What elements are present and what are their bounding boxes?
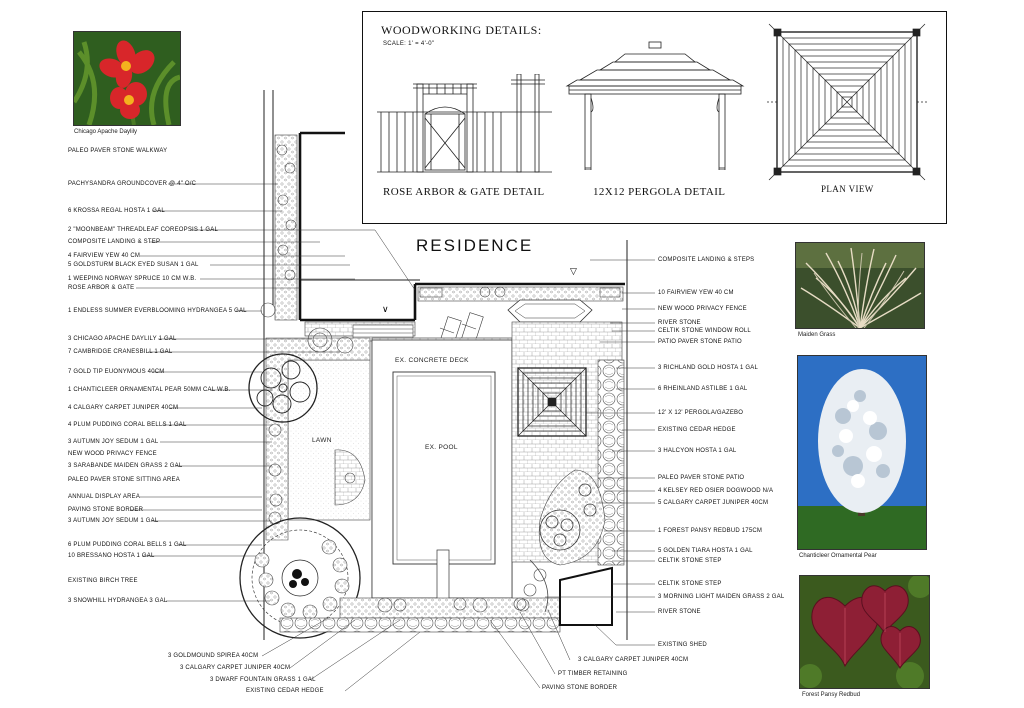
plant-label-left: PACHYSANDRA GROUNDCOVER @ 4" O/C bbox=[68, 181, 197, 187]
plant-label-left: 3 CHICAGO APACHE DAYLILY 1 gal bbox=[68, 336, 177, 342]
woodworking-scale: SCALE: 1' = 4'-0" bbox=[383, 41, 435, 47]
plant-label-right: RIVER STONE bbox=[658, 320, 701, 326]
caption-daylily: Chicago Apache Daylily bbox=[74, 129, 138, 135]
pergola-label: 12X12 PERGOLA DETAIL bbox=[593, 186, 726, 198]
plant-label-right: CELTIK STONE STEP bbox=[658, 558, 722, 564]
concrete-deck-label: EX. CONCRETE DECK bbox=[395, 357, 469, 364]
plant-label-left: 3 AUTUMN JOY SEDUM 1 gal bbox=[68, 439, 159, 445]
plant-label-left: 1 WEEPING NORWAY SPRUCE 10 cm W.B. bbox=[68, 276, 197, 282]
rose-arbor-drawing bbox=[377, 74, 552, 173]
plant-label-left: 5 GOLDSTURM BLACK EYED SUSAN 1 gal bbox=[68, 262, 199, 268]
caption-maiden-grass: Maiden Grass bbox=[798, 332, 836, 338]
pergola-drawing bbox=[565, 41, 745, 170]
plant-label-left: PALEO PAVER STONE SITTING AREA bbox=[68, 477, 180, 483]
plant-label-bottom: 3 CALGARY CARPET JUNIPER 40cm bbox=[180, 665, 291, 671]
plant-label-right: 10 FAIRVIEW YEW 40 cm bbox=[658, 290, 734, 296]
plant-label-left: NEW WOOD PRIVACY FENCE bbox=[68, 451, 157, 457]
plan-view-drawing bbox=[767, 23, 927, 181]
plant-label-right: 3 MORNING LIGHT MAIDEN GRASS 2 gal bbox=[658, 594, 785, 600]
plant-label-right: 5 GOLDEN TIARA HOSTA 1 gal bbox=[658, 548, 753, 554]
plant-label-right: EXISTING CEDAR HEDGE bbox=[658, 427, 736, 433]
residence-label: RESIDENCE bbox=[416, 236, 534, 255]
plant-label-right: NEW WOOD PRIVACY FENCE bbox=[658, 306, 747, 312]
plant-label-right: 12' X 12' PERGOLA/GAZEBO bbox=[658, 410, 744, 416]
plant-label-left: 3 AUTUMN JOY SEDUM 1 gal bbox=[68, 518, 159, 524]
plant-label-right: 1 FOREST PANSY REDBUD 175cm bbox=[658, 528, 763, 534]
svg-text:∨: ∨ bbox=[382, 304, 389, 314]
plant-label-right: 3 CALGARY CARPET JUNIPER 40cm bbox=[578, 657, 689, 663]
plant-label-right: CELTIK STONE STEP bbox=[658, 581, 722, 587]
plant-label-right: EXISTING SHED bbox=[658, 642, 707, 648]
photo-daylily bbox=[73, 31, 181, 126]
plant-label-left: 1 ENDLESS SUMMER EVERBLOOMING HYDRANGEA … bbox=[68, 308, 247, 314]
plant-label-bottom: EXISTING CEDAR HEDGE bbox=[246, 688, 324, 694]
plant-label-left: 3 SARABANDE MAIDEN GRASS 2 gal bbox=[68, 463, 183, 469]
plant-label-right: 3 RICHLAND GOLD HOSTA 1 gal bbox=[658, 365, 758, 371]
caption-pear: Chanticleer Ornamental Pear bbox=[799, 553, 877, 559]
woodworking-title: WOODWORKING DETAILS: bbox=[381, 23, 542, 37]
plant-label-left: ROSE ARBOR & GATE bbox=[68, 285, 135, 291]
plant-label-left: PALEO PAVER STONE WALKWAY bbox=[68, 148, 168, 154]
rose-arbor-label: ROSE ARBOR & GATE DETAIL bbox=[383, 186, 545, 198]
lawn-label: LAWN bbox=[312, 437, 332, 444]
plant-label-left: 4 PLUM PUDDING CORAL BELLS 1 gal bbox=[68, 422, 187, 428]
plant-label-left: PAVING STONE BORDER bbox=[68, 507, 144, 513]
plant-label-right: PATIO PAVER STONE PATIO bbox=[658, 339, 742, 345]
plant-label-right: 5 CALGARY CARPET JUNIPER 40cm bbox=[658, 500, 769, 506]
plant-label-left: 2 "MOONBEAM" THREADLEAF COREOPSIS 1 gal bbox=[68, 227, 218, 233]
plant-label-right: CELTIK STONE WINDOW ROLL bbox=[658, 328, 751, 334]
plant-label-bottom: 3 GOLDMOUND SPIREA 40cm bbox=[168, 653, 259, 659]
plant-label-left: 6 KROSSA REGAL HOSTA 1 gal bbox=[68, 208, 165, 214]
photo-pear bbox=[797, 355, 927, 550]
plant-label-left: 4 CALGARY CARPET JUNIPER 40cm bbox=[68, 405, 179, 411]
photo-redbud bbox=[799, 575, 930, 689]
plant-label-left: 3 SNOWHILL HYDRANGEA 3 gal bbox=[68, 598, 168, 604]
plant-label-left: 6 PLUM PUDDING CORAL BELLS 1 gal bbox=[68, 542, 187, 548]
plant-label-left: EXISTING BIRCH TREE bbox=[68, 578, 138, 584]
plant-label-right: 3 HALCYON HOSTA 1 gal bbox=[658, 448, 737, 454]
photo-maiden-grass bbox=[795, 242, 925, 329]
plant-label-right: PAVING STONE BORDER bbox=[542, 685, 618, 691]
pool-label: EX. POOL bbox=[425, 444, 458, 451]
plant-label-right: PT TIMBER RETAINING bbox=[558, 671, 628, 677]
plant-label-right: COMPOSITE LANDING & STEPS bbox=[658, 257, 755, 263]
plan-view-label: PLAN VIEW bbox=[821, 184, 874, 194]
plant-label-left: 1 CHANTICLEER ORNAMENTAL PEAR 50mm Cal W… bbox=[68, 387, 231, 393]
woodworking-details-panel: WOODWORKING DETAILS: SCALE: 1' = 4'-0" bbox=[362, 11, 947, 224]
plant-label-right: PALEO PAVER STONE PATIO bbox=[658, 475, 745, 481]
plant-label-right: 6 RHEINLAND ASTILBE 1 gal bbox=[658, 386, 748, 392]
plant-label-right: 4 KELSEY RED OSIER DOGWOOD n/a bbox=[658, 488, 774, 494]
caption-redbud: Forest Pansy Redbud bbox=[802, 692, 861, 698]
plant-label-left: ANNUAL DISPLAY AREA bbox=[68, 494, 141, 500]
plant-label-left: 7 GOLD TIP EUONYMOUS 40cm bbox=[68, 369, 165, 375]
plant-label-left: 10 BRESSANO HOSTA 1 gal bbox=[68, 553, 155, 559]
plant-label-left: 4 FAIRVIEW YEW 40 cm bbox=[68, 253, 141, 259]
plant-label-right: RIVER STONE bbox=[658, 609, 701, 615]
svg-text:▽: ▽ bbox=[570, 266, 577, 276]
plant-label-bottom: 3 DWARF FOUNTAIN GRASS 1 gal bbox=[210, 677, 316, 683]
plant-label-left: COMPOSITE LANDING & STEP bbox=[68, 239, 161, 245]
plant-label-left: 7 CAMBRIDGE CRANESBILL 1 gal bbox=[68, 349, 173, 355]
